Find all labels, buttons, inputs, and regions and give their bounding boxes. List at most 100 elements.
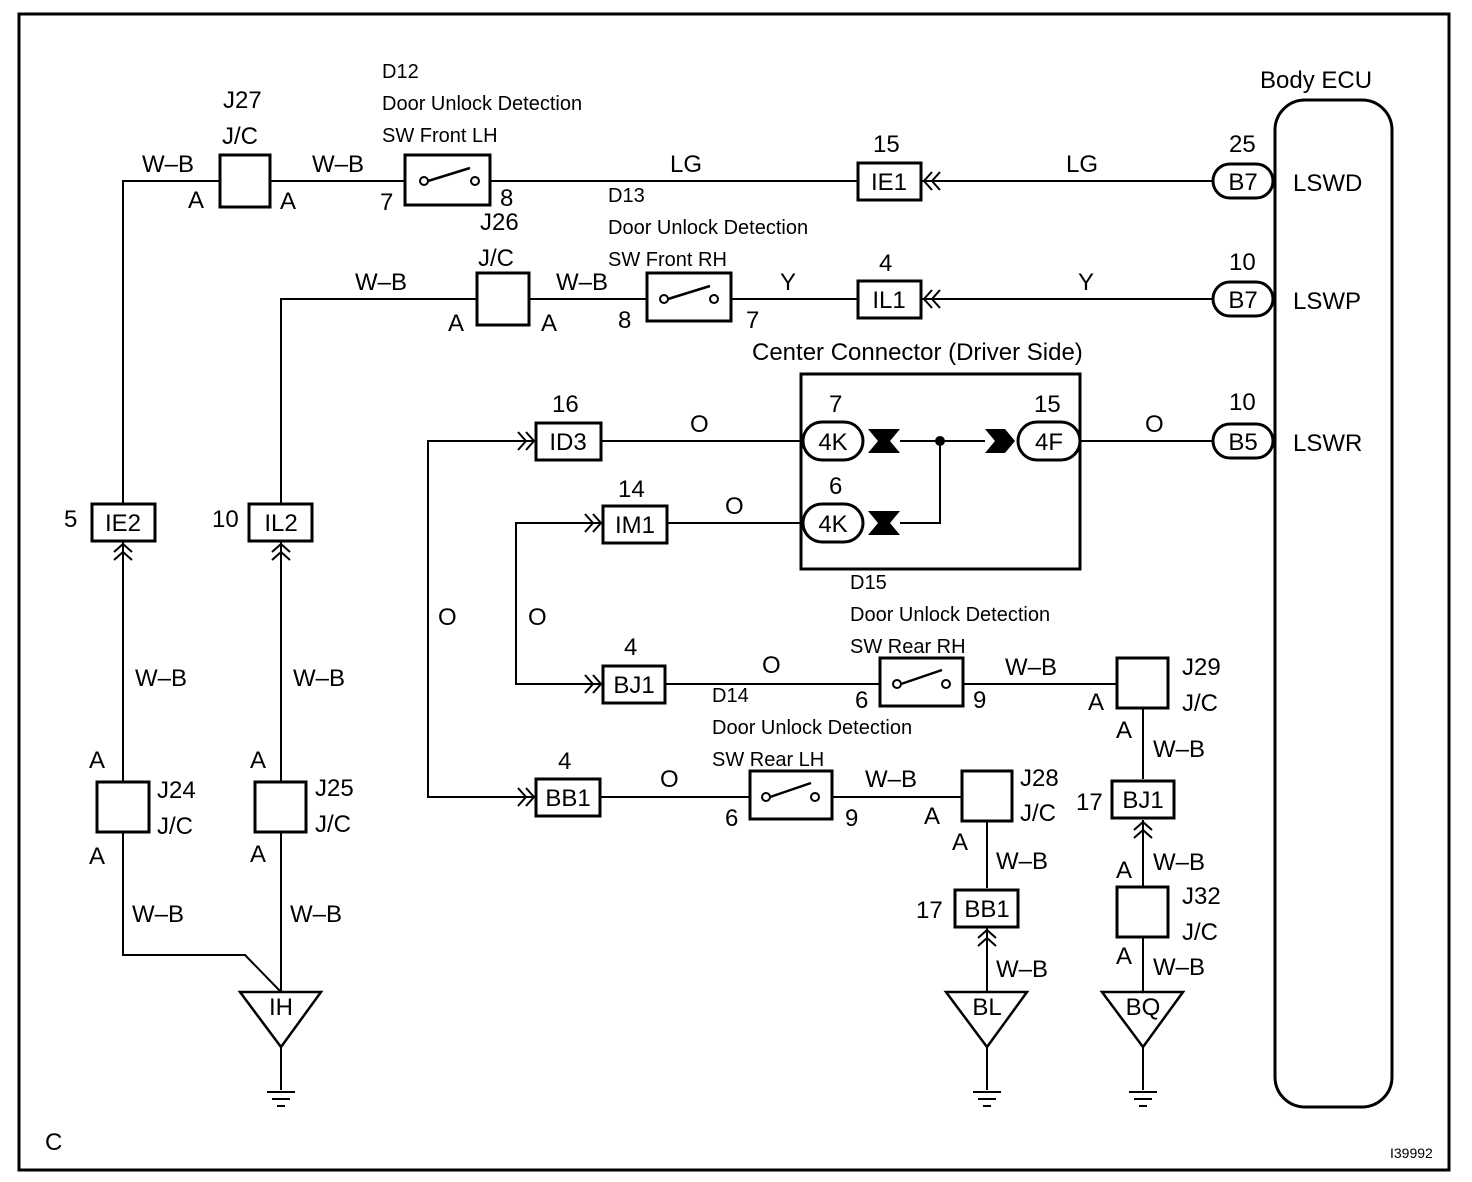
connector-il1: 4 IL1 <box>856 250 923 320</box>
svg-text:Y: Y <box>1078 269 1094 296</box>
svg-text:A: A <box>89 843 105 870</box>
svg-text:A: A <box>448 310 464 337</box>
ground-symbol-bq <box>1128 1091 1158 1107</box>
svg-text:BB1: BB1 <box>545 785 590 812</box>
svg-text:LSWR: LSWR <box>1293 430 1362 457</box>
svg-text:8: 8 <box>618 307 631 334</box>
svg-text:A: A <box>924 803 940 830</box>
connector-bj1-upper: 4 BJ1 <box>601 634 667 705</box>
svg-text:W–B: W–B <box>1153 954 1205 981</box>
connector-im1: 14 IM1 <box>601 476 669 545</box>
center-connector: Center Connector (Driver Side) 7 4K 6 4K… <box>752 339 1083 571</box>
svg-text:ID3: ID3 <box>549 429 586 456</box>
junction-j27: J27 J/C A A <box>188 87 296 215</box>
svg-text:D14: D14 <box>712 685 749 707</box>
svg-text:W–B: W–B <box>996 956 1048 983</box>
svg-text:A: A <box>250 747 266 774</box>
svg-text:7: 7 <box>380 189 393 216</box>
svg-text:J24: J24 <box>157 777 196 804</box>
svg-text:A: A <box>1116 943 1132 970</box>
svg-text:LSWD: LSWD <box>1293 170 1362 197</box>
svg-text:J/C: J/C <box>478 245 514 272</box>
svg-text:SW Front LH: SW Front LH <box>382 125 498 147</box>
svg-text:J/C: J/C <box>1182 919 1218 946</box>
svg-text:IL2: IL2 <box>264 510 297 537</box>
svg-text:J/C: J/C <box>1182 690 1218 717</box>
svg-text:10: 10 <box>212 506 239 533</box>
svg-text:D15: D15 <box>850 572 887 594</box>
svg-text:O: O <box>725 493 744 520</box>
svg-text:J28: J28 <box>1020 765 1059 792</box>
svg-text:J/C: J/C <box>315 811 351 838</box>
switch-d12: D12 Door Unlock Detection SW Front LH 7 … <box>380 61 582 216</box>
svg-text:O: O <box>528 604 547 631</box>
svg-text:4: 4 <box>558 748 571 775</box>
svg-text:17: 17 <box>1076 789 1103 816</box>
svg-text:SW Rear RH: SW Rear RH <box>850 636 966 658</box>
switch-d13: D13 Door Unlock Detection SW Front RH 8 … <box>608 185 808 334</box>
svg-text:10: 10 <box>1229 389 1256 416</box>
svg-text:O: O <box>762 652 781 679</box>
svg-text:BB1: BB1 <box>964 896 1009 923</box>
body-ecu <box>1273 98 1394 1109</box>
wires <box>122 180 1213 1090</box>
switch-d15: D15 Door Unlock Detection SW Rear RH 6 9 <box>850 572 1050 714</box>
svg-text:A: A <box>1116 857 1132 884</box>
wire-color-labels: W–B W–B LG LG W–B W–B Y Y O O O O O O W–… <box>132 151 1205 983</box>
svg-text:J25: J25 <box>315 775 354 802</box>
svg-text:BQ: BQ <box>1126 994 1161 1021</box>
svg-text:SW Front RH: SW Front RH <box>608 249 727 271</box>
switch-d14: D14 Door Unlock Detection SW Rear LH 6 9 <box>712 685 912 832</box>
svg-text:J/C: J/C <box>157 813 193 840</box>
svg-text:6: 6 <box>725 805 738 832</box>
connector-id3: 16 ID3 <box>534 391 603 462</box>
svg-text:J27: J27 <box>223 87 262 114</box>
svg-text:O: O <box>660 766 679 793</box>
connector-ie2: 5 IE2 <box>64 502 157 543</box>
diagram-frame <box>17 12 1451 1172</box>
svg-text:IL1: IL1 <box>872 287 905 314</box>
svg-text:7: 7 <box>746 307 759 334</box>
svg-text:W–B: W–B <box>293 665 345 692</box>
svg-text:LG: LG <box>670 151 702 178</box>
ground-ih: IH <box>237 990 324 1050</box>
svg-text:4: 4 <box>879 250 892 277</box>
svg-text:W–B: W–B <box>1153 736 1205 763</box>
svg-text:17: 17 <box>916 897 943 924</box>
svg-text:J29: J29 <box>1182 654 1221 681</box>
junction-j32: A J32 J/C A <box>1115 857 1221 970</box>
connector-il2: 10 IL2 <box>212 502 314 543</box>
ecu-terminal-lswp: 10 B7 LSWP <box>1211 249 1361 318</box>
connector-ie1: 15 IE1 <box>856 131 923 202</box>
svg-text:IM1: IM1 <box>615 512 655 539</box>
svg-text:4: 4 <box>624 634 637 661</box>
svg-text:25: 25 <box>1229 131 1256 158</box>
junction-j25: A J25 J/C A <box>250 747 354 868</box>
ground-symbol-bl <box>972 1091 1002 1107</box>
connector-bj1-lower: 17 BJ1 <box>1076 779 1176 820</box>
junction-j29: J29 J/C A A <box>1088 654 1221 744</box>
svg-text:A: A <box>1116 717 1132 744</box>
svg-text:6: 6 <box>855 687 868 714</box>
svg-text:IH: IH <box>269 994 293 1021</box>
svg-text:W–B: W–B <box>556 269 608 296</box>
svg-text:O: O <box>690 411 709 438</box>
svg-text:W–B: W–B <box>1153 849 1205 876</box>
svg-text:8: 8 <box>500 185 513 212</box>
svg-text:J26: J26 <box>480 209 519 236</box>
svg-text:W–B: W–B <box>312 151 364 178</box>
svg-text:A: A <box>89 747 105 774</box>
svg-text:SW Rear LH: SW Rear LH <box>712 749 824 771</box>
svg-text:D13: D13 <box>608 185 645 207</box>
svg-text:Door Unlock Detection: Door Unlock Detection <box>382 93 582 115</box>
connector-bb1-upper: 4 BB1 <box>534 748 602 818</box>
svg-text:4K: 4K <box>818 429 847 456</box>
junction-j26: J26 J/C A A <box>448 209 557 337</box>
ground-symbol-ih <box>266 1091 296 1107</box>
ecu-terminal-lswr: 10 B5 LSWR <box>1211 389 1362 460</box>
svg-text:W–B: W–B <box>135 665 187 692</box>
svg-text:15: 15 <box>1034 391 1061 418</box>
figure-code: I39992 <box>1390 1145 1433 1161</box>
svg-text:4K: 4K <box>818 511 847 538</box>
